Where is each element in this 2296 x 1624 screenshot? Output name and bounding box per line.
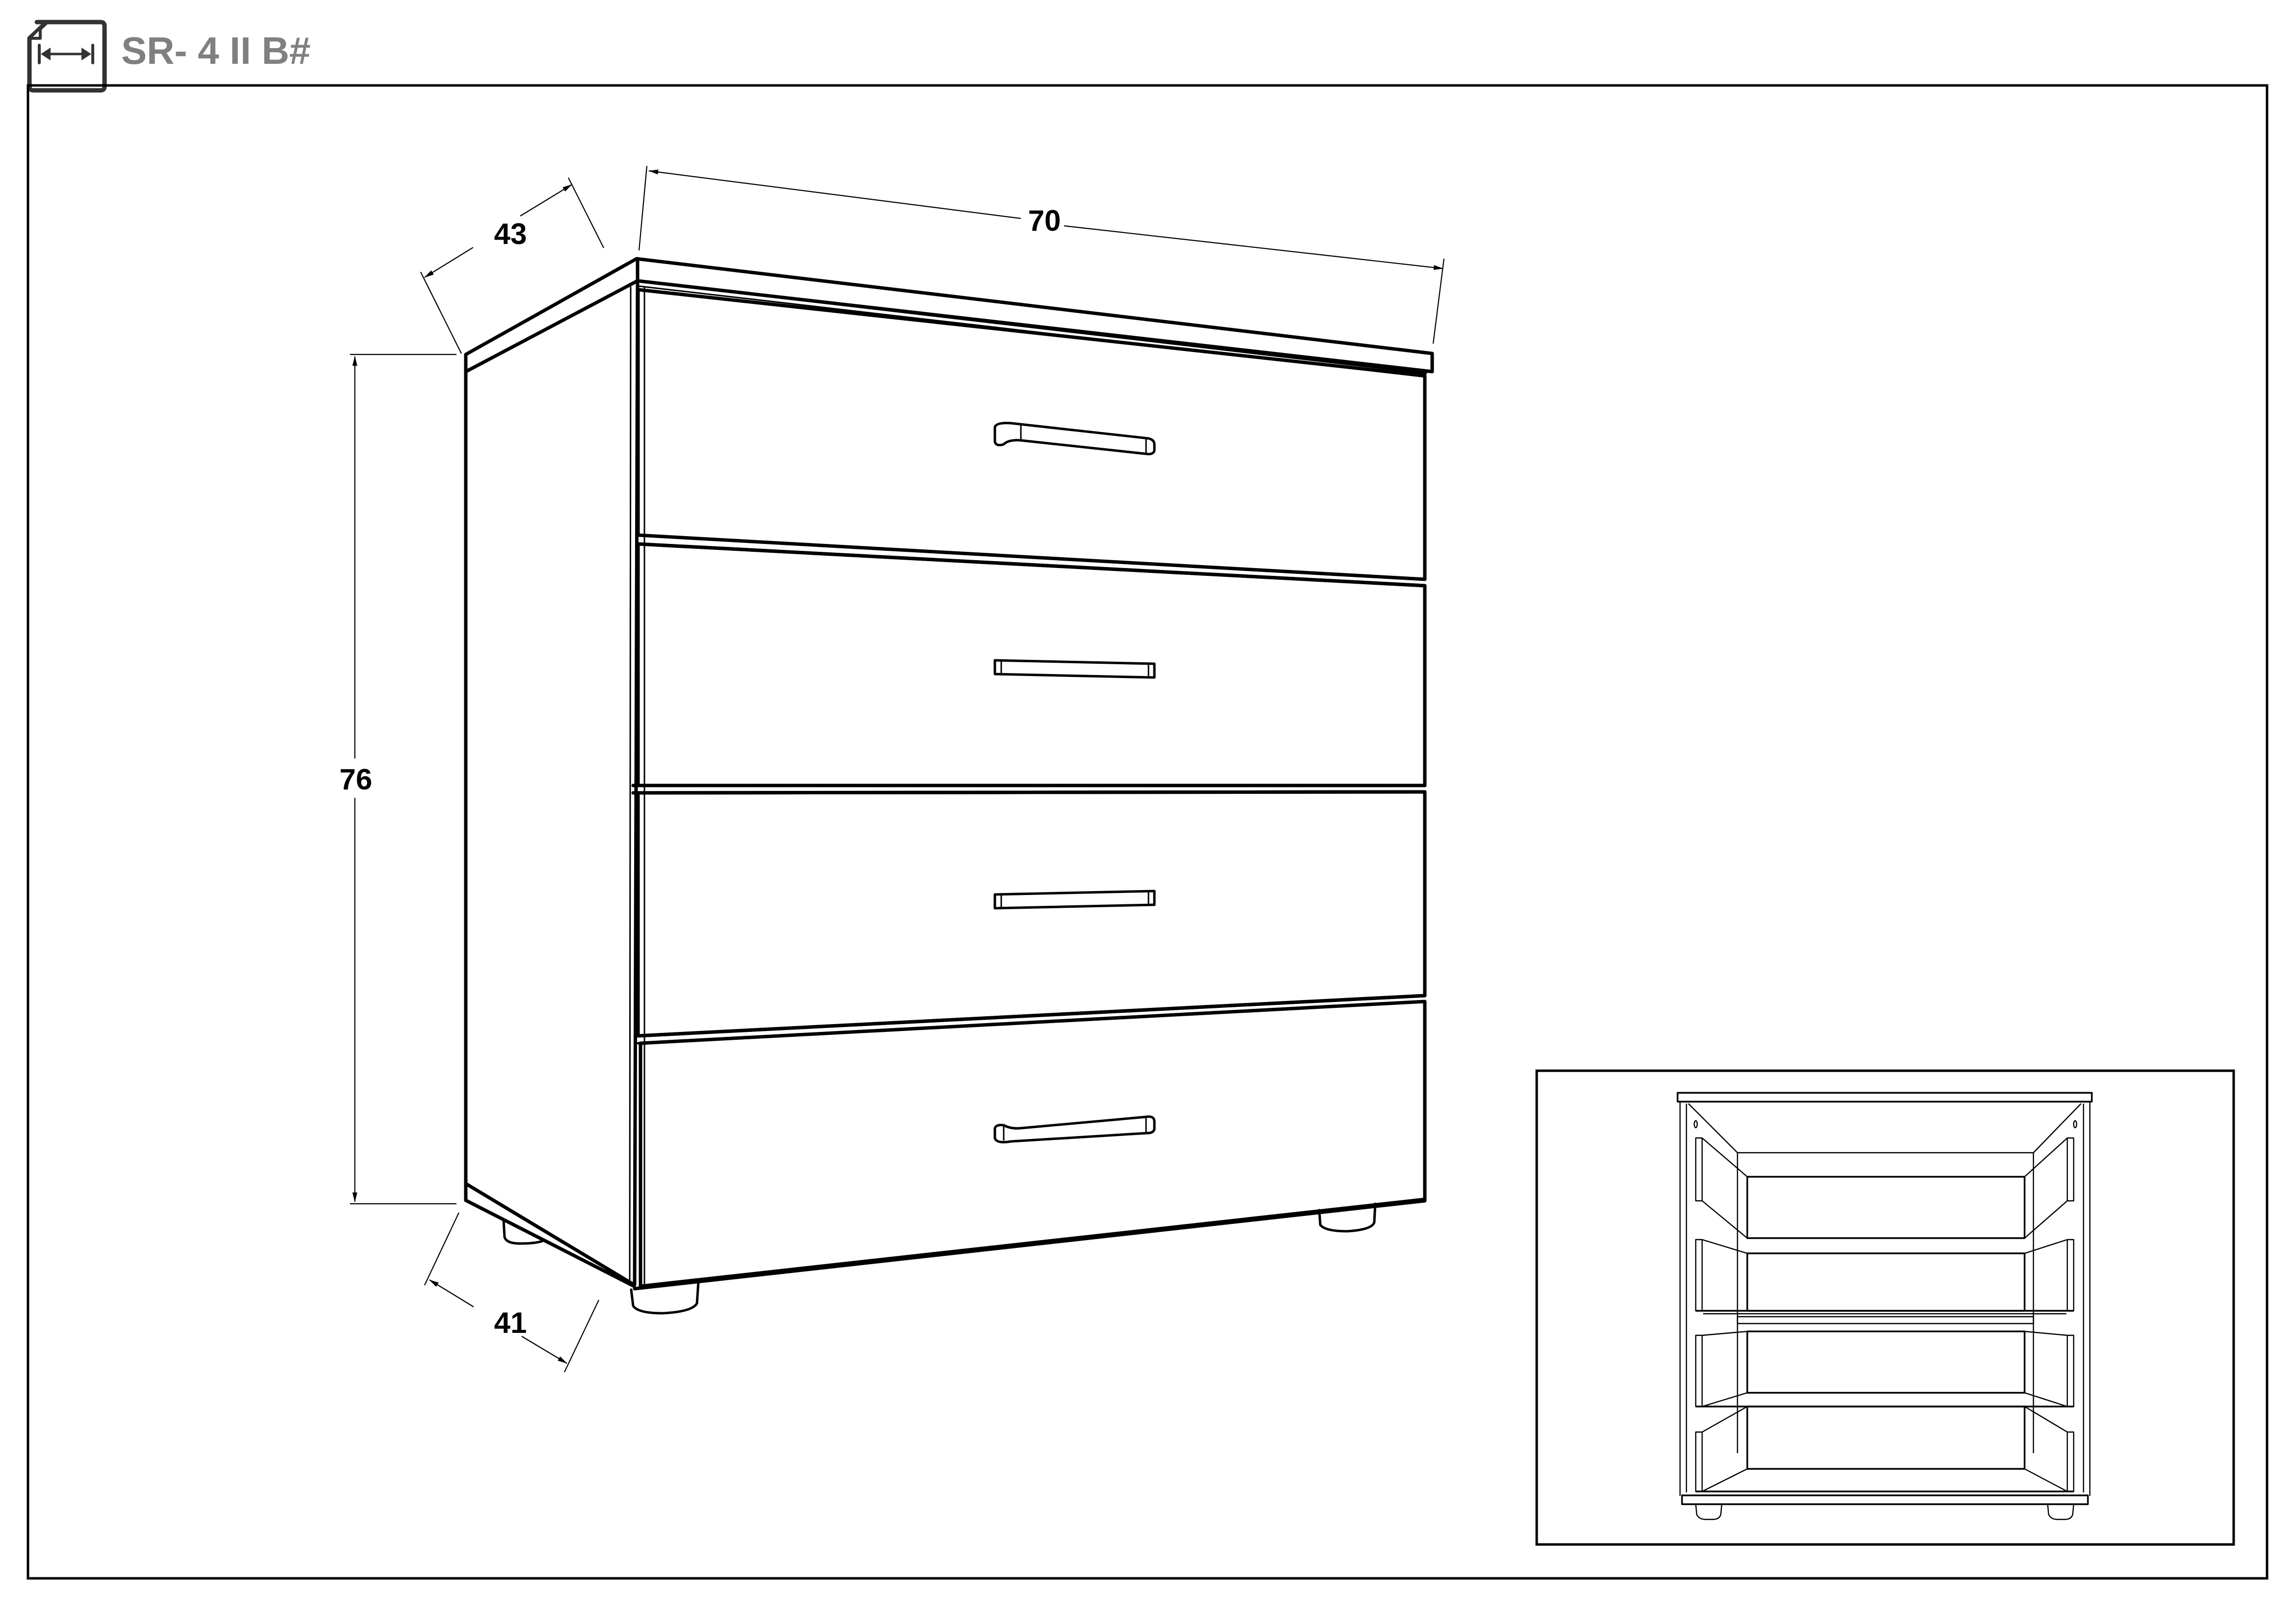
drawer-3-handle[interactable] (993, 890, 1156, 910)
drawer-4-handle[interactable] (993, 1115, 1156, 1143)
dimension-label-depth-top: 43 (494, 217, 527, 250)
inset-drawer-2 (1695, 1239, 2075, 1325)
header: SR- 4 II B# (27, 20, 311, 93)
drawer-2-handle[interactable] (993, 659, 1156, 679)
drawing-frame (27, 84, 2269, 1580)
dimensions-document-icon (27, 20, 107, 93)
dimension-width: 70 (638, 165, 1445, 344)
dimension-label-height: 76 (340, 763, 373, 796)
inset-drawer-4 (1695, 1406, 2075, 1492)
dimension-depth-bottom: 41 (424, 1212, 599, 1373)
inset-drawer-3 (1695, 1330, 2075, 1407)
dimension-depth-top: 43 (420, 177, 604, 354)
leg-front-left (630, 1280, 700, 1315)
drawer-3[interactable] (636, 790, 1427, 1038)
inset-open-drawers-view (1535, 1069, 2235, 1546)
dimension-height: 76 (340, 353, 456, 1205)
chest-of-drawers-isometric (464, 257, 1434, 1315)
leg-back-right (1318, 1202, 1377, 1233)
inset-drawer-1 (1695, 1137, 2075, 1239)
side-panel-left (464, 279, 640, 1288)
dimension-label-width: 70 (1028, 204, 1061, 237)
leg-back-left (502, 1218, 544, 1245)
inset-frame (1535, 1069, 2235, 1546)
dimension-label-depth-bottom: 41 (494, 1306, 527, 1339)
drawer-1-handle[interactable] (993, 422, 1156, 456)
product-code-title: SR- 4 II B# (121, 29, 311, 72)
